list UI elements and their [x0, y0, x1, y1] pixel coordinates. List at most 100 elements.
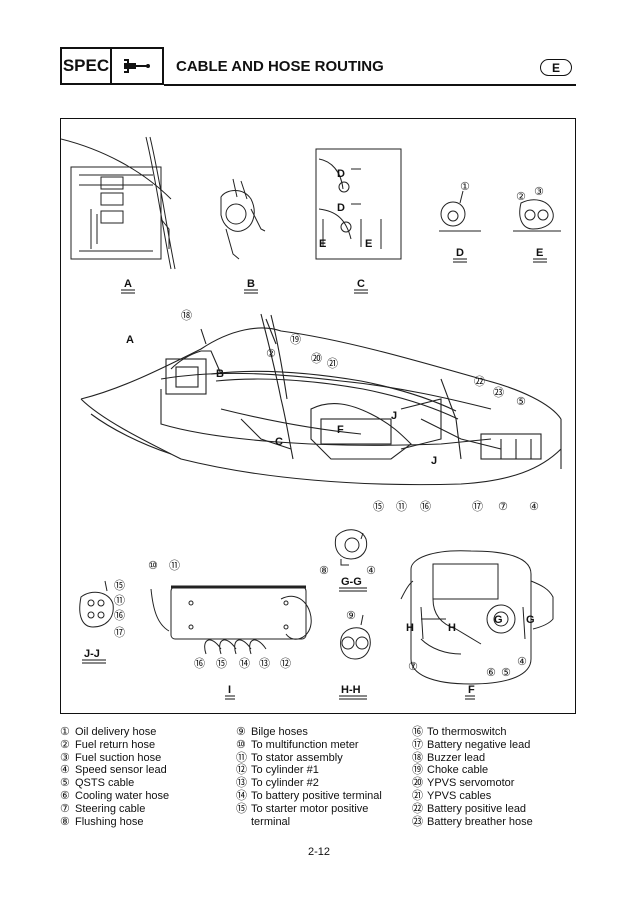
- callout-15-jj: ⑮: [114, 579, 125, 592]
- legend-item: ⑩ To multifunction meter: [236, 739, 382, 752]
- section-letter-j2: J: [431, 455, 437, 467]
- callout-11-jj: ⑪: [114, 594, 125, 607]
- legend-item-text: QSTS cable: [75, 777, 135, 790]
- header-rule: [164, 84, 576, 86]
- legend-item-number: ⑥: [60, 789, 70, 802]
- legend-item-text: Bilge hoses: [251, 726, 308, 738]
- view-label-i: I: [228, 684, 231, 696]
- legend-item: ⑲ Choke cable: [412, 764, 533, 777]
- section-letter-a: A: [126, 334, 134, 346]
- view-label-underlines: [82, 258, 547, 700]
- legend-item-text: Battery negative lead: [427, 738, 531, 751]
- legend-item-text: Choke cable: [427, 764, 489, 777]
- legend-item-number: ㉒: [412, 802, 423, 815]
- routing-diagram-drawing: A B C D E G-G H-H J-J I F A B C F J J D …: [61, 136, 562, 700]
- legend-item-text: Oil delivery hose: [75, 726, 157, 738]
- legend-item-number: ⑭: [236, 789, 247, 802]
- section-letter-j: J: [391, 410, 397, 422]
- legend-item-text: To stator assembly: [251, 751, 343, 764]
- legend-item: ⑬ To cylinder #2: [236, 777, 382, 790]
- legend-item-number: ㉓: [412, 815, 423, 828]
- legend-item-text: Fuel suction hose: [75, 751, 162, 764]
- legend-item-number: ⑩: [236, 738, 246, 751]
- view-label-d: D: [456, 247, 464, 259]
- legend-item-number: ⑬: [236, 777, 247, 790]
- legend-item-text: To starter motor positive: [251, 802, 369, 815]
- legend-item-number: ⑦: [60, 802, 70, 815]
- legend-item-number: ⑧: [60, 815, 70, 828]
- legend-item-text: Battery positive lead: [427, 802, 527, 815]
- callout-8: ⑧: [319, 564, 329, 577]
- view-label-f: F: [468, 684, 475, 696]
- section-letter-d2: D: [337, 202, 345, 214]
- spec-label: SPEC: [60, 47, 112, 85]
- language-badge: E: [540, 59, 572, 76]
- callout-18: ⑱: [181, 309, 192, 322]
- callout-16: ⑯: [420, 500, 431, 513]
- legend-item-text: Buzzer lead: [427, 751, 486, 764]
- callout-4: ④: [529, 500, 539, 513]
- view-f-detail: [400, 550, 554, 685]
- callout-1: ①: [460, 180, 470, 193]
- callout-15: ⑮: [373, 500, 384, 513]
- callout-11-i: ⑪: [169, 559, 180, 572]
- callout-19: ⑲: [290, 333, 301, 346]
- section-letter-c: C: [275, 436, 283, 448]
- callout-2-main: ②: [266, 347, 276, 360]
- callout-10: ⑩: [148, 559, 158, 572]
- callout-20: ⑳: [311, 352, 322, 365]
- callout-7-f: ⑦: [408, 660, 418, 673]
- legend-item-text: Cooling water hose: [75, 789, 170, 802]
- callout-7: ⑦: [498, 500, 508, 513]
- legend-item-number: ⑳: [412, 777, 423, 790]
- legend-item-text: Flushing hose: [75, 815, 144, 828]
- legend-item-text: To thermoswitch: [427, 726, 507, 738]
- callouts: ① ② ③ ⑱ ⑲ ② ⑳ ㉑ ㉒ ㉓ ⑤ ⑮ ⑪ ⑯ ⑰ ⑦ ④ ⑧ ④ ⑩ …: [114, 180, 544, 679]
- legend-item-number: ⑲: [412, 764, 423, 777]
- section-letter-e: E: [319, 238, 326, 250]
- legend-item-text: Steering cable: [75, 802, 146, 815]
- legend-item-text: Speed sensor lead: [75, 764, 167, 777]
- callout-22: ㉒: [474, 375, 485, 388]
- view-b-detail: [220, 178, 266, 260]
- view-label-a: A: [124, 278, 132, 290]
- routing-diagram: A B C D E G-G H-H J-J I F A B C F J J D …: [60, 118, 576, 714]
- legend-item-number: ㉑: [412, 789, 423, 802]
- legend-item-text: To multifunction meter: [251, 738, 359, 751]
- section-letter-g: G: [494, 614, 503, 626]
- callout-3: ③: [534, 185, 544, 198]
- legend-item-text: Battery breather hose: [427, 815, 533, 828]
- legend-item: ⑧ Flushing hose: [60, 816, 169, 829]
- view-e-detail: [513, 199, 561, 232]
- wrench-icon: [124, 59, 150, 73]
- section-letter-e2: E: [365, 238, 372, 250]
- callout-14: ⑭: [239, 657, 250, 670]
- legend-item-number: ⑯: [412, 726, 423, 738]
- legend-item: ⑯ To thermoswitch: [412, 726, 533, 739]
- legend-item: ㉓ Battery breather hose: [412, 816, 533, 829]
- view-hh-detail: [340, 614, 371, 660]
- legend-item-number: ④: [60, 764, 70, 777]
- legend-item-number: ⑫: [236, 764, 247, 777]
- view-label-e: E: [536, 247, 543, 259]
- section-letter-d: D: [337, 168, 345, 180]
- view-label-gg: G-G: [341, 576, 362, 588]
- legend-item-number: ⑪: [236, 751, 247, 764]
- legend-item-text: To cylinder #2: [251, 777, 319, 790]
- view-d-detail: [439, 190, 481, 232]
- view-label-jj: J-J: [84, 648, 100, 660]
- legend-item: ㉒ Battery positive lead: [412, 803, 533, 816]
- main-hull-view: [80, 313, 562, 486]
